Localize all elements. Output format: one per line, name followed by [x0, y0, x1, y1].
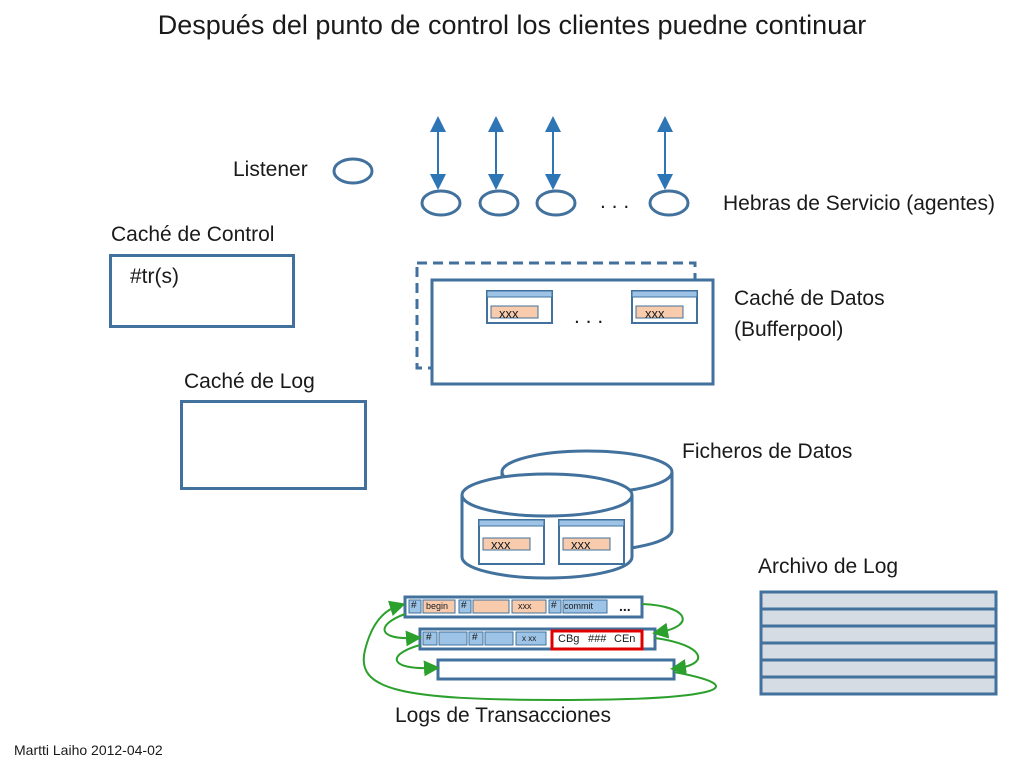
log-cycle-arrow-5 — [396, 644, 440, 677]
file-page-1-value: xxx — [491, 537, 511, 552]
log-row-1 — [403, 595, 644, 619]
file-page-1 — [478, 519, 545, 565]
log-row2-cbg: CBg — [558, 633, 580, 645]
cache-page-1 — [486, 290, 553, 324]
log-archive-label: Archivo de Log — [758, 555, 899, 578]
log-row1-commit: commit — [564, 601, 593, 611]
file-page-2-value: xxx — [571, 537, 591, 552]
log-row1-hash-2: # — [461, 600, 467, 611]
log-row2-value: x xx — [522, 634, 537, 643]
service-thread-2 — [478, 116, 520, 217]
data-cache-label-line1: Caché de Datos — [734, 287, 885, 310]
control-cache-content: #tr(s) — [130, 265, 179, 288]
cache-page-1-value: xxx — [499, 306, 519, 321]
log-archive-stack — [759, 590, 998, 696]
service-thread-2-ellipse — [478, 189, 520, 217]
log-row1-hash-3: # — [551, 600, 557, 611]
log-row1-value: xxx — [518, 601, 532, 611]
log-cycle-arrow-1 — [641, 603, 684, 639]
service-thread-4 — [648, 116, 690, 217]
cache-page-2 — [631, 290, 698, 324]
log-cache-label: Caché de Log — [184, 370, 315, 393]
service-thread-3-ellipse — [535, 189, 577, 217]
data-files-label: Ficheros de Datos — [682, 440, 853, 463]
control-cache-box: #tr(s) — [109, 254, 295, 328]
log-row1-more: ... — [619, 598, 631, 614]
log-row2-hash-2: # — [472, 632, 478, 643]
transaction-logs-label: Logs de Transacciones — [395, 704, 611, 727]
checkpoint-marker — [550, 629, 644, 651]
data-cache-ellipsis: . . . — [574, 305, 604, 328]
service-thread-3 — [535, 116, 577, 217]
service-thread-1 — [420, 116, 462, 217]
service-thread-1-ellipse — [420, 189, 462, 217]
service-threads-ellipsis: . . . — [600, 190, 630, 213]
cache-page-2-value: xxx — [645, 306, 665, 321]
log-cache-box — [180, 400, 367, 490]
log-cycle-arrow-4 — [383, 613, 422, 647]
listener-ellipse — [332, 157, 374, 185]
service-threads-label: Hebras de Servicio (agentes) — [723, 192, 995, 215]
footer-author-date: Martti Laiho 2012-04-02 — [14, 742, 163, 758]
log-cycle-arrow-2 — [654, 637, 699, 675]
service-thread-4-ellipse — [648, 189, 690, 217]
log-row2-hashes: ### — [588, 633, 607, 645]
log-row1-hash-1: # — [411, 600, 417, 611]
log-row1-begin: begin — [426, 601, 449, 611]
data-cache-label-line2: (Bufferpool) — [734, 318, 844, 341]
slide-title: Después del punto de control los cliente… — [157, 10, 867, 40]
log-row2-hash-1: # — [426, 632, 432, 643]
listener-label: Listener — [233, 158, 308, 181]
file-page-2 — [558, 519, 625, 565]
log-cycle-arrow-3 — [362, 600, 717, 702]
log-row-3 — [436, 658, 676, 681]
control-cache-label: Caché de Control — [111, 223, 275, 246]
log-row2-cen: CEn — [614, 633, 636, 645]
